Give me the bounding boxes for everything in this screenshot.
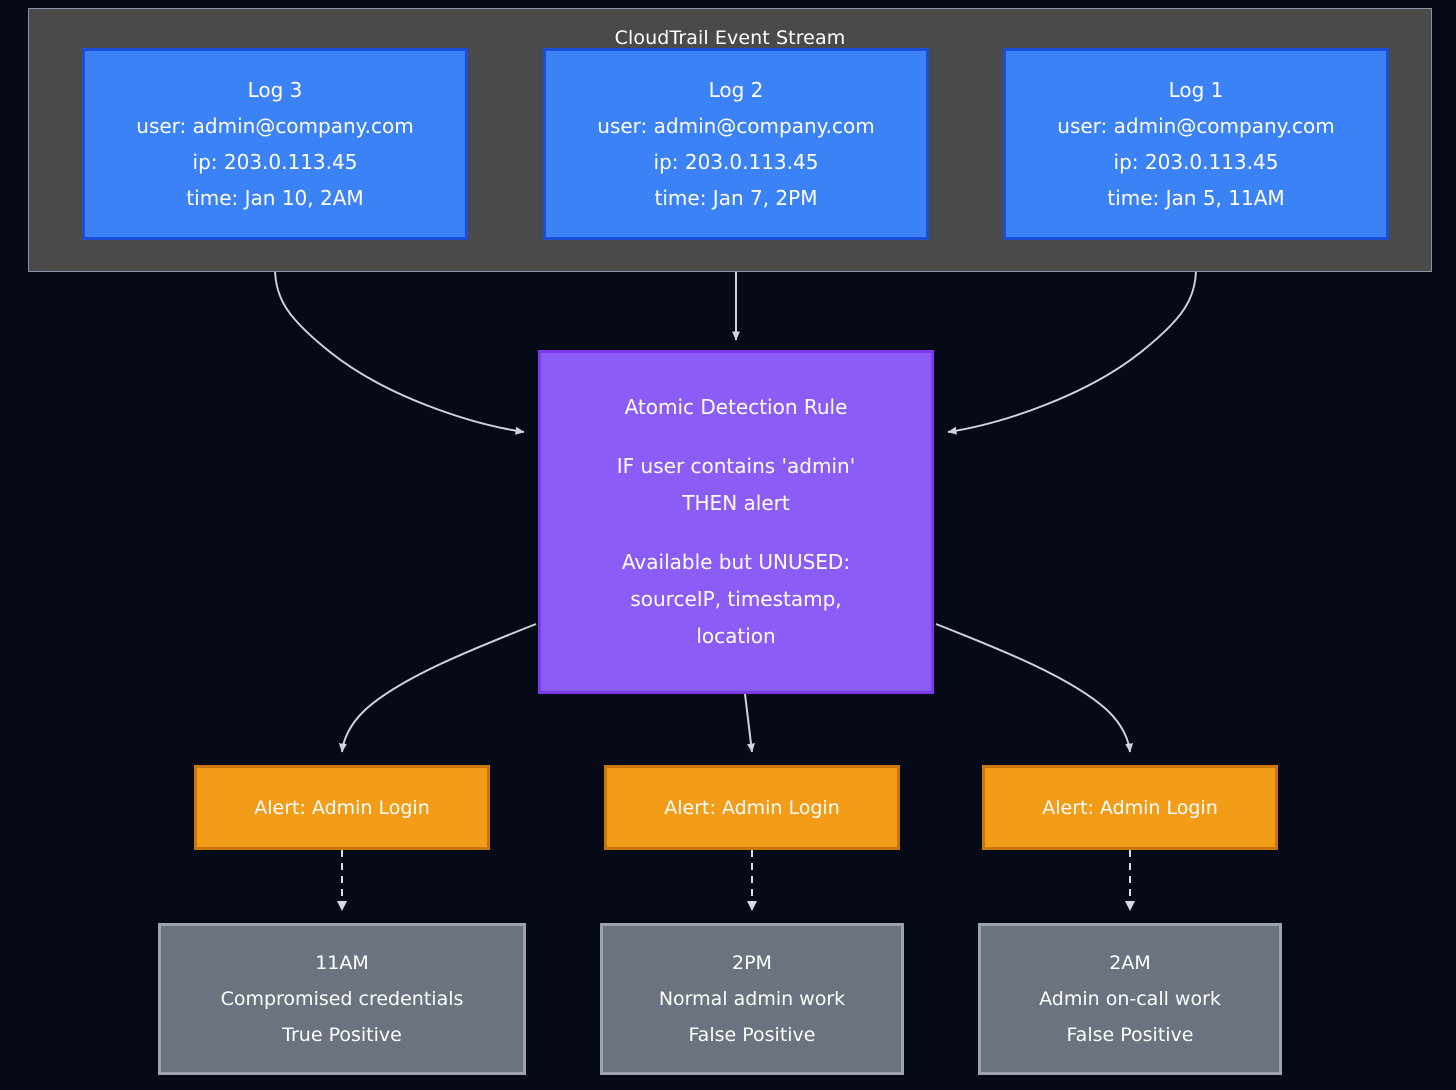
outcome3-time: 2AM xyxy=(1109,952,1151,974)
outcome1-verdict: True Positive xyxy=(282,1024,402,1046)
outcome1-description: Compromised credentials xyxy=(220,988,464,1010)
log3-ip: ip: 203.0.113.45 xyxy=(192,150,358,174)
alert2-label: Alert: Admin Login xyxy=(664,796,840,819)
node-atomic-detection-rule[interactable]: Atomic Detection Rule IF user contains '… xyxy=(538,350,934,694)
rule-unused-line3: location xyxy=(696,624,776,648)
log3-title: Log 3 xyxy=(247,78,303,102)
edge-rule-to-alert1 xyxy=(338,623,537,753)
rule-condition-line2: THEN alert xyxy=(682,491,790,515)
alert1-label: Alert: Admin Login xyxy=(254,796,430,819)
log1-title: Log 1 xyxy=(1168,78,1224,102)
edge-rule-to-alert3 xyxy=(935,623,1134,753)
log2-title: Log 2 xyxy=(708,78,764,102)
node-outcome-1[interactable]: 11AM Compromised credentials True Positi… xyxy=(158,923,526,1075)
group-title: CloudTrail Event Stream xyxy=(614,27,846,49)
node-log1[interactable]: Log 1 user: admin@company.com ip: 203.0.… xyxy=(1003,48,1389,240)
node-outcome-3[interactable]: 2AM Admin on-call work False Positive xyxy=(978,923,1282,1075)
node-alert-3[interactable]: Alert: Admin Login xyxy=(982,765,1278,850)
node-alert-2[interactable]: Alert: Admin Login xyxy=(604,765,900,850)
log1-time: time: Jan 5, 11AM xyxy=(1107,186,1285,210)
outcome3-description: Admin on-call work xyxy=(1039,988,1221,1010)
outcome3-verdict: False Positive xyxy=(1066,1024,1194,1046)
log3-user: user: admin@company.com xyxy=(136,114,414,138)
rule-unused-line1: Available but UNUSED: xyxy=(621,550,851,574)
node-outcome-2[interactable]: 2PM Normal admin work False Positive xyxy=(600,923,904,1075)
rule-condition-line1: IF user contains 'admin' xyxy=(616,454,856,478)
outcome2-verdict: False Positive xyxy=(688,1024,816,1046)
log2-time: time: Jan 7, 2PM xyxy=(654,186,818,210)
log1-user: user: admin@company.com xyxy=(1057,114,1335,138)
rule-unused-line2: sourceIP, timestamp, xyxy=(630,587,842,611)
node-alert-1[interactable]: Alert: Admin Login xyxy=(194,765,490,850)
log1-ip: ip: 203.0.113.45 xyxy=(1113,150,1279,174)
outcome2-time: 2PM xyxy=(732,952,772,974)
log2-user: user: admin@company.com xyxy=(597,114,875,138)
edge-rule-to-alert2 xyxy=(744,693,755,753)
alert3-label: Alert: Admin Login xyxy=(1042,796,1218,819)
node-log2[interactable]: Log 2 user: admin@company.com ip: 203.0.… xyxy=(543,48,929,240)
log3-time: time: Jan 10, 2AM xyxy=(186,186,364,210)
outcome2-description: Normal admin work xyxy=(658,988,846,1010)
node-log3[interactable]: Log 3 user: admin@company.com ip: 203.0.… xyxy=(82,48,468,240)
outcome1-time: 11AM xyxy=(315,952,369,974)
log2-ip: ip: 203.0.113.45 xyxy=(653,150,819,174)
rule-title: Atomic Detection Rule xyxy=(624,395,848,419)
